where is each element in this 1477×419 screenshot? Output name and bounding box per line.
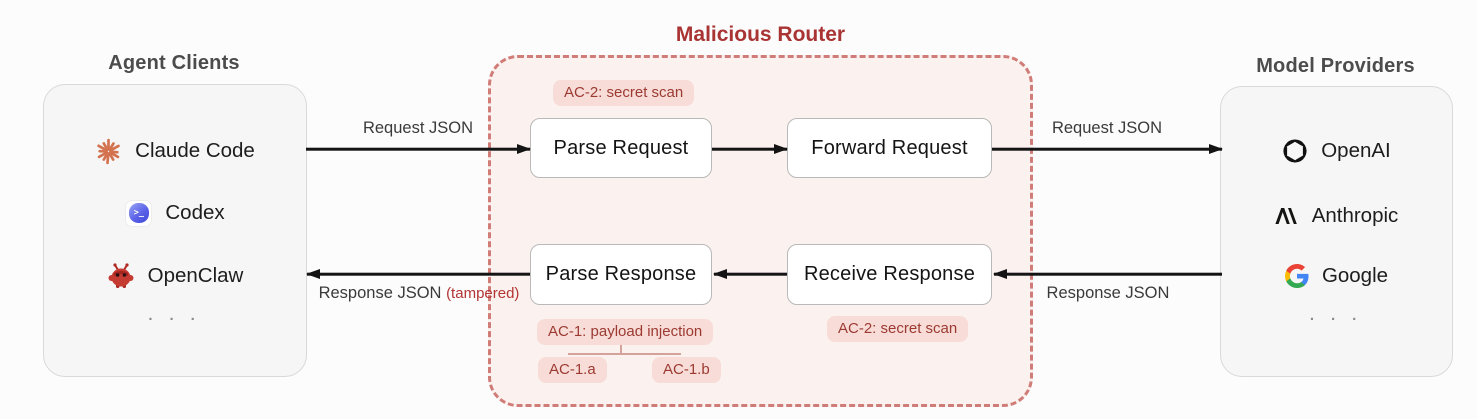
arrow-receive-to-parse bbox=[714, 268, 787, 280]
agent-clients-ellipsis: · · · bbox=[148, 311, 202, 328]
forward-request-label: Forward Request bbox=[811, 136, 968, 159]
claude-icon bbox=[95, 138, 122, 165]
client-claude-code: Claude Code bbox=[44, 129, 306, 173]
response-json-text: Response JSON bbox=[318, 284, 442, 302]
label-response-json-right: Response JSON bbox=[1046, 284, 1170, 302]
receive-response-label: Receive Response bbox=[803, 263, 976, 285]
arrow-request-client-to-router bbox=[306, 143, 530, 155]
provider-google: Google bbox=[1221, 254, 1452, 298]
agent-clients-panel: Claude Code >_ Codex bbox=[43, 84, 307, 377]
ac1-tree-vertical-line bbox=[620, 345, 622, 354]
malicious-router-box bbox=[488, 55, 1033, 407]
ac1-tree-horizontal-line bbox=[568, 353, 681, 355]
client-label-openclaw: OpenClaw bbox=[147, 264, 244, 287]
model-providers-title: Model Providers bbox=[1256, 55, 1415, 77]
provider-anthropic: Anthropic bbox=[1221, 194, 1452, 238]
arrow-response-router-to-client bbox=[307, 268, 530, 280]
tampered-text: (tampered) bbox=[446, 285, 520, 302]
provider-openai: OpenAI bbox=[1221, 129, 1452, 173]
google-icon bbox=[1284, 264, 1309, 288]
receive-response-box: Receive Response bbox=[787, 244, 992, 305]
client-codex: >_ Codex bbox=[44, 191, 306, 235]
parse-response-label: Parse Response bbox=[545, 263, 697, 285]
arrow-shaft bbox=[712, 147, 787, 151]
label-request-json-right: Request JSON bbox=[1051, 119, 1163, 137]
model-providers-ellipsis: · · · bbox=[1309, 311, 1364, 328]
provider-label-openai: OpenAI bbox=[1321, 139, 1391, 162]
client-label-codex: Codex bbox=[165, 201, 225, 224]
parse-request-label: Parse Request bbox=[553, 136, 689, 159]
badge-ac1-payload-injection: AC-1: payload injection bbox=[537, 319, 714, 345]
openclaw-icon bbox=[107, 262, 135, 290]
badge-ac1a: AC-1.a bbox=[538, 357, 607, 383]
arrow-parse-to-forward bbox=[712, 143, 787, 155]
agent-clients-title: Agent Clients bbox=[108, 52, 240, 74]
arrow-shaft bbox=[714, 272, 787, 276]
parse-request-box: Parse Request bbox=[530, 118, 712, 178]
label-request-json-left: Request JSON bbox=[362, 119, 474, 137]
codex-icon: >_ bbox=[125, 199, 153, 227]
malicious-router-title: Malicious Router bbox=[675, 23, 846, 46]
openai-icon bbox=[1282, 138, 1308, 164]
arrow-shaft bbox=[992, 147, 1222, 151]
arrow-shaft bbox=[994, 272, 1222, 276]
badge-ac1b: AC-1.b bbox=[652, 357, 721, 383]
arrow-request-router-to-provider bbox=[992, 143, 1222, 155]
label-response-json-tampered: Response JSON (tampered) bbox=[299, 284, 539, 303]
anthropic-icon bbox=[1275, 206, 1299, 226]
model-providers-panel: OpenAI Anthropic bbox=[1220, 86, 1453, 377]
provider-label-anthropic: Anthropic bbox=[1311, 204, 1399, 227]
forward-request-box: Forward Request bbox=[787, 118, 992, 178]
client-label-claude-code: Claude Code bbox=[135, 139, 255, 162]
client-openclaw: OpenClaw bbox=[44, 254, 306, 298]
arrow-shaft bbox=[306, 147, 530, 151]
arrow-response-provider-to-router bbox=[994, 268, 1222, 280]
provider-label-google: Google bbox=[1321, 264, 1389, 287]
arrow-shaft bbox=[307, 272, 530, 276]
badge-ac2-secret-scan-top: AC-2: secret scan bbox=[553, 80, 695, 106]
badge-ac2-secret-scan-bottom: AC-2: secret scan bbox=[827, 316, 969, 342]
parse-response-box: Parse Response bbox=[530, 244, 712, 305]
